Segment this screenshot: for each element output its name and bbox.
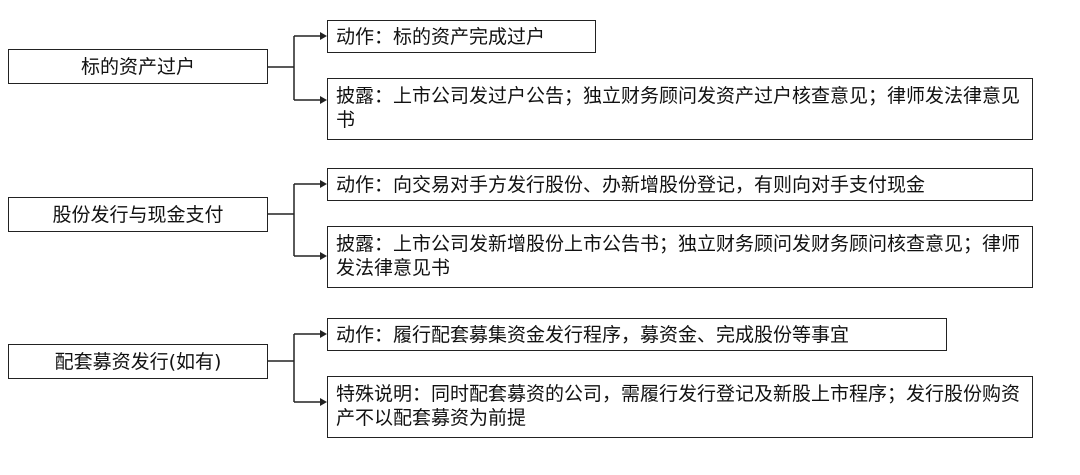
- action-box-share-issuance: 动作：向交易对手方发行股份、办新增股份登记，有则向对手支付现金: [327, 168, 1033, 201]
- note-box-matching-fund: 特殊说明：同时配套募资的公司，需履行发行登记及新股上市程序；发行股份购资产不以配…: [327, 376, 1033, 438]
- group-1-connector: [268, 32, 327, 104]
- note-text: 特殊说明：同时配套募资的公司，需履行发行登记及新股上市程序；发行股份购资产不以配…: [336, 383, 1021, 429]
- disclosure-text: 披露：上市公司发新增股份上市公告书；独立财务顾问发财务顾问核查意见；律师发法律意…: [336, 233, 1021, 279]
- stage-box-matching-fund: 配套募资发行(如有): [8, 344, 268, 379]
- group-2-connector: [268, 180, 327, 260]
- action-text: 动作：标的资产完成过户: [336, 25, 546, 48]
- stage-label: 配套募资发行(如有): [54, 350, 222, 373]
- disclosure-box-share-issuance: 披露：上市公司发新增股份上市公告书；独立财务顾问发财务顾问核查意见；律师发法律意…: [327, 226, 1033, 288]
- stage-label: 股份发行与现金支付: [52, 203, 224, 226]
- action-text: 动作：向交易对手方发行股份、办新增股份登记，有则向对手支付现金: [336, 173, 926, 196]
- stage-box-share-issuance: 股份发行与现金支付: [8, 197, 268, 232]
- group-3-connector: [268, 330, 327, 406]
- stage-label: 标的资产过户: [80, 55, 195, 78]
- disclosure-box-transfer: 披露：上市公司发过户公告；独立财务顾问发资产过户核查意见；律师发法律意见书: [327, 78, 1033, 140]
- action-box-matching-fund: 动作：履行配套募集资金发行程序，募资金、完成股份等事宜: [327, 318, 947, 351]
- stage-box-transfer: 标的资产过户: [8, 49, 268, 84]
- action-text: 动作：履行配套募集资金发行程序，募资金、完成股份等事宜: [336, 323, 850, 346]
- disclosure-text: 披露：上市公司发过户公告；独立财务顾问发资产过户核查意见；律师发法律意见书: [336, 85, 1021, 131]
- action-box-transfer: 动作：标的资产完成过户: [327, 20, 596, 53]
